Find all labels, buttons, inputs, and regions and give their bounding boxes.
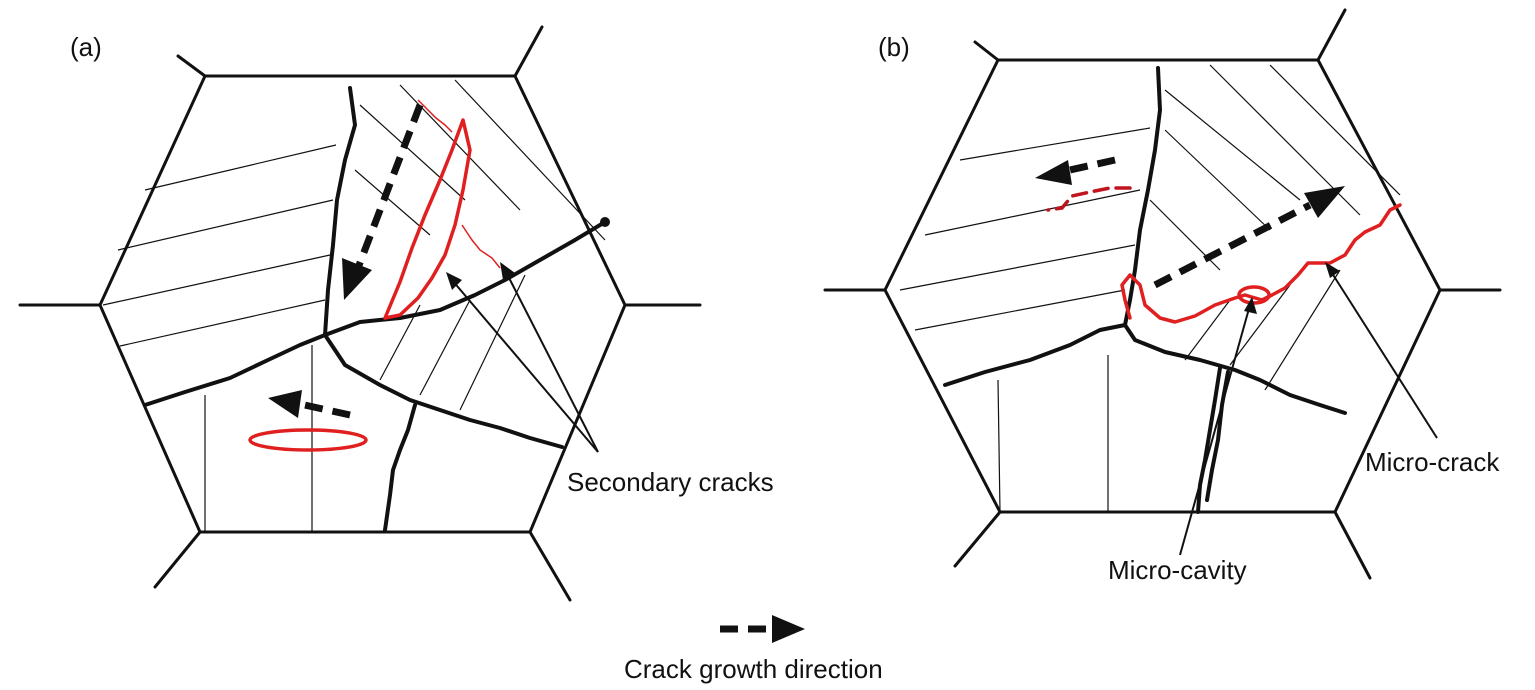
micro-crack-red-b	[1046, 186, 1402, 324]
legend-arrow-head	[772, 615, 805, 643]
main-cracks-a	[143, 86, 610, 532]
arrow-head-upright	[1304, 186, 1345, 218]
micro-cavity-label: Micro-cavity	[1108, 555, 1247, 585]
micro-crack-label: Micro-crack	[1365, 447, 1500, 477]
slip-lines-b	[899, 64, 1401, 513]
crack-growth-arrows-b	[1035, 156, 1345, 289]
secondary-cracks-pointers	[446, 262, 599, 453]
panel-a-label: (a)	[70, 32, 102, 62]
grain-boundary-hexagon-b	[883, 58, 1442, 514]
secondary-cracks-red-a	[248, 99, 501, 452]
panel-a: (a)	[18, 25, 774, 602]
arrow-head-down	[342, 258, 372, 300]
micro-crack-pointer	[1325, 262, 1438, 439]
legend: Crack growth direction	[624, 615, 883, 684]
neighbor-grain-boundaries-b	[823, 8, 1502, 580]
grain-boundary-hexagon-a	[98, 74, 627, 534]
crack-growth-arrows-a	[268, 103, 424, 419]
neighbor-grain-boundaries-a	[18, 25, 702, 602]
slip-lines-a	[102, 79, 606, 532]
arrow-head-left-b	[1035, 160, 1072, 185]
secondary-cracks-label: Secondary cracks	[567, 467, 774, 497]
panel-b-label: (b)	[878, 32, 910, 62]
micro-cavity-pointer	[1179, 297, 1257, 556]
micro-cavity-ellipse-a	[248, 428, 368, 452]
micro-cavity-ellipse-b	[1237, 285, 1271, 305]
panel-b: (b)	[823, 8, 1502, 585]
triple-junction-dot	[600, 217, 610, 227]
main-cracks-b	[943, 66, 1347, 514]
legend-label: Crack growth direction	[624, 654, 883, 684]
arrow-head-left	[268, 390, 302, 418]
